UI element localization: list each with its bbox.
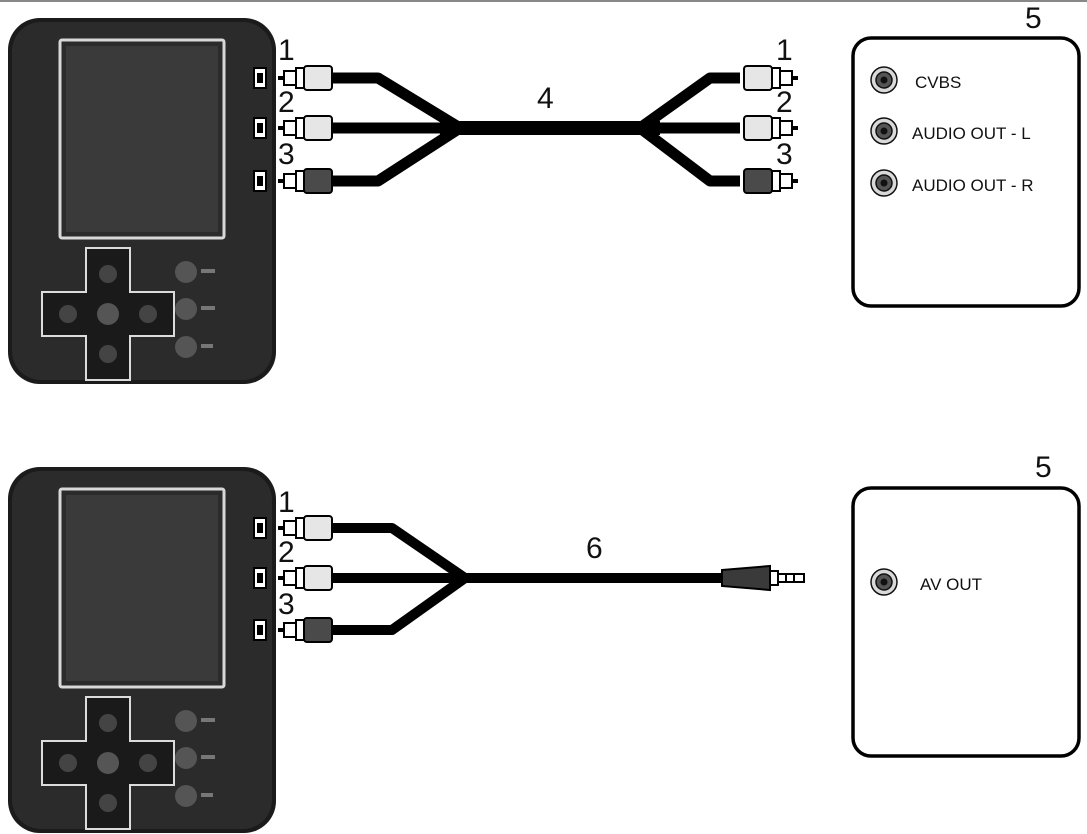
top-port-label-audio-r: AUDIO OUT - R — [912, 176, 1034, 195]
bottom-left-plug-3 — [277, 617, 333, 643]
bottom-player-jack-1 — [253, 517, 267, 539]
top-player-device — [6, 16, 278, 386]
bottom-cable-6 — [330, 523, 730, 635]
bottom-diagram: 1 2 3 6 5 AV OUT — [6, 451, 1081, 834]
top-player-jack-2 — [253, 117, 267, 139]
top-receiving-device — [851, 36, 1081, 308]
top-callout-left-1: 1 — [278, 34, 295, 67]
top-port-label-cvbs: CVBS — [915, 73, 961, 92]
top-right-plug-2 — [743, 115, 799, 141]
top-player-jack-3 — [253, 170, 267, 192]
bottom-port-label-av-out: AV OUT — [920, 575, 982, 594]
top-cable-4-main — [440, 121, 660, 135]
top-callout-device: 5 — [1025, 2, 1042, 35]
top-diagram: 1 2 3 1 2 3 4 5 CVBS AUDIO OUT - L AUDIO… — [6, 2, 1081, 386]
bottom-callout-left-1: 1 — [278, 486, 295, 519]
top-left-plug-3 — [277, 168, 333, 194]
top-callout-right-3: 3 — [776, 138, 793, 171]
bottom-player-jack-3 — [253, 619, 267, 641]
top-player-jack-1 — [253, 67, 267, 89]
top-socket-audio-l — [870, 117, 898, 145]
bottom-callout-device: 5 — [1035, 451, 1052, 484]
top-socket-cvbs — [870, 66, 898, 94]
bottom-socket-av-out — [870, 568, 898, 596]
bottom-callout-left-3: 3 — [278, 588, 295, 621]
top-socket-audio-r — [870, 169, 898, 197]
top-right-plug-3 — [743, 168, 799, 194]
bottom-player-device — [6, 465, 278, 834]
top-callout-left-3: 3 — [278, 138, 295, 171]
top-callout-right-1: 1 — [776, 34, 793, 67]
top-left-plug-2 — [277, 115, 333, 141]
bottom-receiving-device — [851, 486, 1081, 758]
bottom-left-plug-2 — [277, 565, 333, 591]
top-port-label-audio-l: AUDIO OUT - L — [912, 124, 1031, 143]
top-callout-left-2: 2 — [278, 86, 295, 119]
top-callout-cable: 4 — [537, 82, 554, 115]
top-callout-right-2: 2 — [776, 86, 793, 119]
bottom-callout-cable: 6 — [586, 532, 603, 565]
bottom-mini-plug — [721, 564, 805, 592]
bottom-player-jack-2 — [253, 567, 267, 589]
bottom-callout-left-2: 2 — [278, 536, 295, 569]
